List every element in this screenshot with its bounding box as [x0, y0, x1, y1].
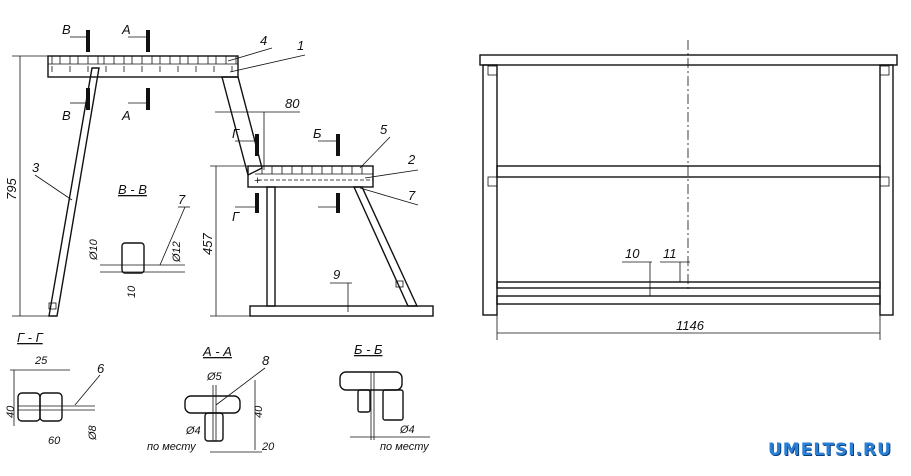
top-board — [479, 54, 898, 66]
label: Ø8 — [87, 424, 99, 441]
rear-leg — [352, 186, 419, 307]
svg-text:+: + — [254, 175, 261, 187]
section-aa: А - А Ø5 8 40 Ø4 по месту 20 — [147, 344, 275, 453]
section-gg: Г - Г 25 40 60 Ø8 6 — [5, 330, 105, 447]
label: 40 — [5, 405, 17, 418]
upper-seat-slats — [51, 56, 237, 72]
rail-10 — [496, 295, 881, 305]
label: Ø12 — [171, 241, 183, 263]
label: Б - Б — [354, 342, 383, 357]
left-post — [482, 64, 498, 316]
section-bb: Б - Б Ø4 по месту — [339, 342, 430, 453]
base-rail — [249, 305, 434, 317]
label: В — [62, 108, 71, 123]
label: 3 — [32, 160, 40, 175]
label: 25 — [34, 355, 48, 367]
left-leg — [48, 67, 100, 317]
rail-11 — [496, 281, 881, 289]
vertical-post — [266, 186, 276, 307]
label: 7 — [408, 188, 416, 203]
label: 10 — [625, 246, 640, 261]
label: А - А — [202, 344, 232, 359]
label: Ø10 — [88, 238, 100, 261]
label: Г - Г — [17, 330, 44, 345]
label: 10 — [126, 285, 138, 298]
dim-80: 80 — [285, 96, 300, 111]
dim-457: 457 — [200, 233, 215, 255]
label: 2 — [407, 152, 416, 167]
label: 11 — [663, 246, 677, 261]
label: 8 — [262, 353, 270, 368]
side-view: + 795 457 80 В А В А Г Г Б — [4, 22, 434, 317]
label: Г — [232, 126, 240, 141]
label: 1 — [297, 38, 304, 53]
front-view: 10 11 1146 — [479, 40, 898, 340]
label: 4 — [260, 33, 267, 48]
label: В — [62, 22, 71, 37]
label: по месту — [147, 441, 197, 453]
right-post — [879, 64, 894, 316]
section-marks: В А В А Г Г Б — [62, 22, 340, 224]
label: 60 — [48, 435, 61, 447]
label: Г — [232, 209, 240, 224]
lower-seat-board — [247, 165, 374, 188]
label: А — [121, 22, 131, 37]
label: 9 — [333, 267, 340, 282]
dim-1146: 1146 — [676, 318, 705, 333]
label: 20 — [261, 441, 275, 453]
label: В - В — [118, 182, 147, 197]
label: 5 — [380, 122, 388, 137]
middle-shelf — [496, 165, 881, 178]
label: 7 — [178, 192, 186, 207]
site-logo: UMELTSI.RU — [768, 440, 892, 460]
label: Ø5 — [206, 371, 223, 383]
label: по месту — [380, 441, 430, 453]
connecting-leg — [221, 76, 263, 177]
dim-795: 795 — [4, 178, 19, 200]
section-vv: В - В 7 Ø10 Ø12 10 — [88, 182, 190, 298]
label: Б — [313, 126, 322, 141]
label: 6 — [97, 361, 105, 376]
label: Ø4 — [185, 425, 201, 437]
label: 40 — [253, 405, 265, 418]
label: А — [121, 108, 131, 123]
upper-seat-board — [47, 55, 239, 78]
label: Ø4 — [399, 424, 415, 436]
